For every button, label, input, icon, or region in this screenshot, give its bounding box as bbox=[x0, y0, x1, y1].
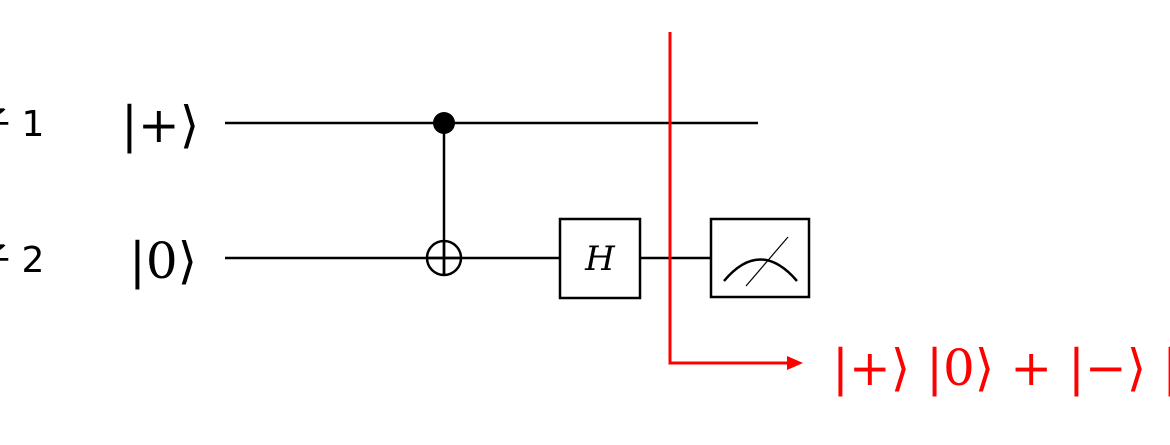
hadamard-gate: H bbox=[558, 217, 642, 300]
qubit-1-label: 量子 1 bbox=[0, 104, 44, 145]
resulting-state-expression: |+⟩ |0⟩ + |−⟩ |1⟩ bbox=[832, 339, 1170, 397]
qubit-2-label: 量子 2 bbox=[0, 240, 44, 281]
measurement-meter-icon bbox=[709, 217, 811, 299]
qubit-1-initial-state: |+⟩ bbox=[121, 96, 199, 154]
cnot-target-icon bbox=[425, 239, 463, 277]
cnot-control-dot-icon bbox=[433, 112, 455, 134]
state-annotation-arrow bbox=[668, 32, 803, 370]
hadamard-label: H bbox=[584, 239, 616, 279]
qubit-2-initial-state: |0⟩ bbox=[129, 232, 197, 290]
